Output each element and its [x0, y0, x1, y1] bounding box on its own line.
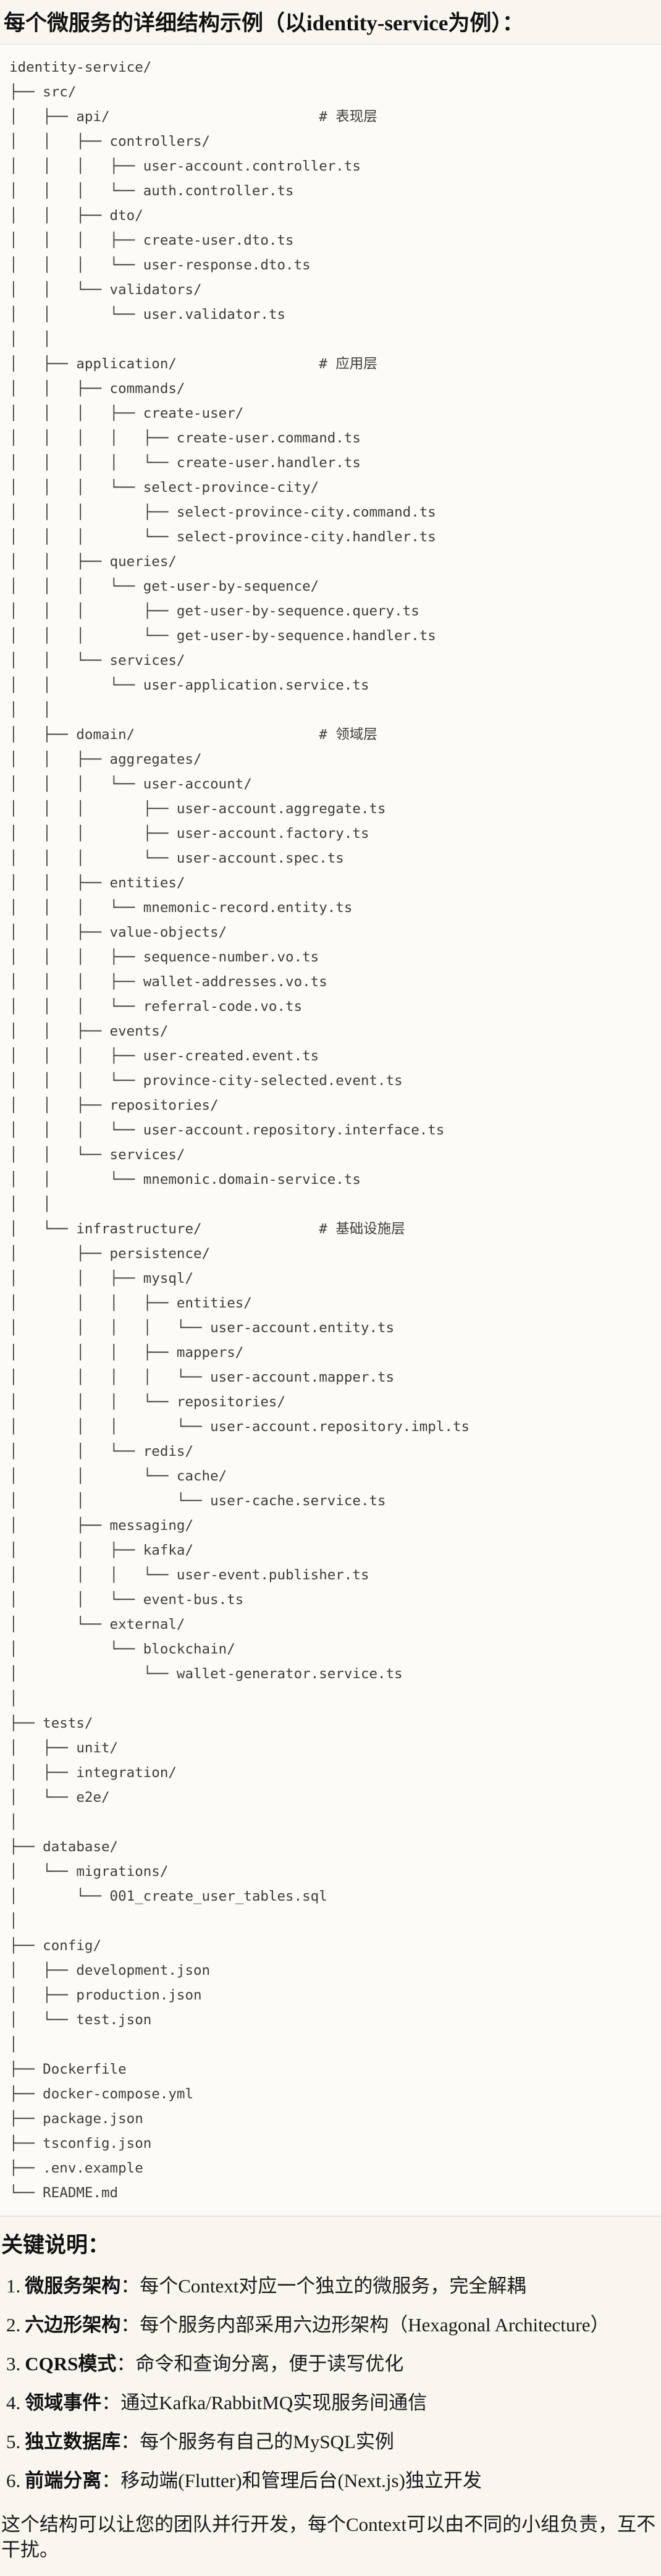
note-desc: ：命令和查询分离，便于读写优化 [116, 2353, 404, 2375]
note-number: 2. [6, 2314, 21, 2336]
note-number: 5. [6, 2431, 21, 2452]
note-term: 领域事件 [25, 2392, 102, 2413]
note-term: 独立数据库 [25, 2431, 121, 2452]
note-number: 6. [6, 2470, 21, 2491]
note-desc: ：每个服务内部采用六边形架构（Hexagonal Architecture） [120, 2314, 610, 2336]
note-desc: ：移动端(Flutter)和管理后台(Next.js)独立开发 [101, 2470, 482, 2491]
note-term: 微服务架构 [25, 2275, 121, 2297]
closing-paragraph: 这个结构可以让您的团队并行开发，每个Context可以由不同的小组负责，互不干扰… [1, 2514, 656, 2561]
note-item-1: 1.微服务架构：每个Context对应一个独立的微服务，完全解耦 [6, 2273, 661, 2299]
code-block: identity-service/ ├── src/ │ ├── api/ # … [0, 44, 661, 2216]
note-item-5: 5.独立数据库：每个服务有自己的MySQL实例 [6, 2429, 661, 2454]
tree-text: identity-service/ ├── src/ │ ├── api/ # … [9, 59, 470, 2201]
note-number: 4. [6, 2392, 21, 2413]
note-item-4: 4.领域事件：通过Kafka/RabbitMQ实现服务间通信 [6, 2390, 661, 2415]
note-desc: ：每个Context对应一个独立的微服务，完全解耦 [120, 2275, 526, 2297]
note-item-6: 6.前端分离：移动端(Flutter)和管理后台(Next.js)独立开发 [6, 2468, 661, 2493]
note-term: 前端分离 [25, 2470, 102, 2491]
note-term: CQRS模式 [25, 2353, 117, 2375]
page-title: 每个微服务的详细结构示例（以identity-service为例）： [4, 11, 524, 35]
note-item-2: 2.六边形架构：每个服务内部采用六边形架构（Hexagonal Architec… [6, 2312, 661, 2337]
notes-list: 1.微服务架构：每个Context对应一个独立的微服务，完全解耦 2.六边形架构… [0, 2273, 661, 2493]
notes-heading: 关键说明： [1, 2233, 110, 2257]
note-term: 六边形架构 [25, 2314, 121, 2336]
note-desc: ：每个服务有自己的MySQL实例 [120, 2431, 394, 2452]
note-number: 1. [6, 2275, 21, 2297]
note-desc: ：通过Kafka/RabbitMQ实现服务间通信 [101, 2392, 427, 2413]
note-item-3: 3.CQRS模式：命令和查询分离，便于读写优化 [6, 2351, 661, 2376]
note-number: 3. [6, 2353, 21, 2375]
